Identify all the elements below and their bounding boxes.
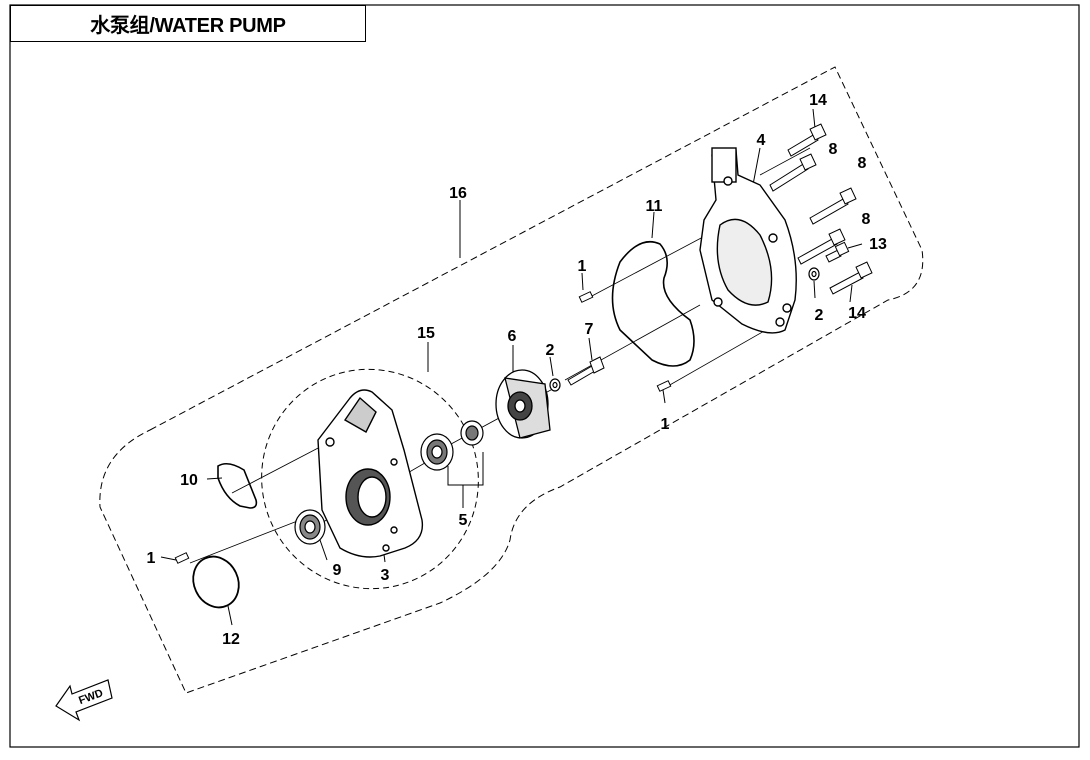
callout-4: 4: [757, 132, 766, 149]
callout-3: 3: [381, 567, 390, 584]
callout-15: 15: [417, 325, 435, 342]
fwd-arrow-icon: FWD: [55, 679, 113, 722]
callout-8-a: 8: [829, 141, 838, 158]
callout-16: 16: [449, 185, 467, 202]
callout-2-left: 2: [546, 342, 555, 359]
part-impeller-6: [495, 369, 551, 439]
callout-1-top: 1: [578, 258, 587, 275]
callout-12: 12: [222, 631, 240, 648]
part-bearing-9: [294, 509, 326, 545]
part-seal-10: [217, 462, 258, 509]
part-housing-3: [317, 389, 424, 558]
callout-7: 7: [585, 321, 594, 338]
outer-frame: [9, 4, 1080, 748]
callout-9: 9: [333, 562, 342, 579]
callout-2-right: 2: [815, 307, 824, 324]
diagram-title: 水泵组/WATER PUMP: [10, 5, 366, 42]
callout-5: 5: [459, 512, 468, 529]
callouts: 14 4 8 8 8 13 14 2 16 11 1 7 2 6 15 1 10…: [147, 92, 887, 648]
part-dowel-pins-1: [174, 291, 672, 564]
callout-1-left: 1: [147, 550, 156, 567]
callout-11: 11: [646, 198, 663, 215]
assembly-boundary: [99, 66, 924, 694]
callout-6: 6: [508, 328, 517, 345]
part-washers-2: [549, 267, 820, 392]
callout-10: 10: [180, 472, 198, 489]
callout-14-top: 14: [809, 92, 827, 109]
part-gasket-11: [611, 240, 695, 367]
part-seals-5: [420, 420, 484, 471]
callout-8-b: 8: [858, 155, 867, 172]
part-oring-12: [192, 555, 240, 609]
callout-8-c: 8: [862, 211, 871, 228]
part-cover-4: [699, 147, 797, 334]
callout-14-bottom: 14: [848, 305, 866, 322]
callout-13: 13: [869, 236, 887, 253]
part-bolt-7: [567, 356, 605, 386]
callout-1-right: 1: [661, 416, 670, 433]
part-bolts-8-13-14: [769, 123, 873, 295]
